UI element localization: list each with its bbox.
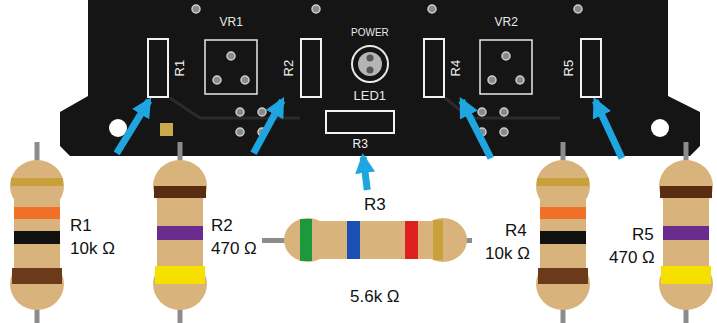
part-label: 470 Ω xyxy=(609,249,655,268)
solder-pad xyxy=(236,128,244,136)
silkscreen-label: R2 xyxy=(282,60,296,77)
resistor-symbol xyxy=(262,218,472,262)
part-label: 470 Ω xyxy=(211,240,257,259)
solder-pad xyxy=(502,52,510,60)
pcb-footprint: R5 xyxy=(558,38,602,98)
trimmer-footprint xyxy=(205,40,257,94)
solder-pad xyxy=(500,108,508,116)
resistor-symbol xyxy=(153,142,207,323)
color-band xyxy=(347,221,360,259)
solder-pad xyxy=(213,76,221,84)
solder-pad xyxy=(574,5,582,13)
pcb-footprint: R1 xyxy=(147,38,191,98)
solder-pad xyxy=(258,108,266,116)
footprint-outline xyxy=(423,38,445,98)
part-label: 5.6k Ω xyxy=(350,288,400,307)
silkscreen-label: LED1 xyxy=(354,89,387,103)
solder-pads xyxy=(192,5,582,136)
solder-pad xyxy=(192,5,200,13)
silkscreen-label: R1 xyxy=(173,60,187,77)
trimmer-footprint xyxy=(480,40,532,94)
silkscreen-label: R5 xyxy=(562,60,576,77)
solder-pad xyxy=(488,76,496,84)
resistor-symbol xyxy=(659,142,713,323)
resistor-part: R3 5.6k Ω xyxy=(280,192,470,310)
silkscreen-label: POWER xyxy=(351,27,389,38)
pcb-footprint: R2 xyxy=(278,38,322,98)
part-label: 10k Ω xyxy=(70,240,115,259)
led-hole xyxy=(367,67,374,74)
silkscreen-label: VR2 xyxy=(495,16,518,29)
pcb-footprint: R3 xyxy=(322,110,398,154)
placement-arrow xyxy=(462,101,491,159)
pcb-footprint: R4 xyxy=(423,38,467,98)
resistor-symbol xyxy=(10,142,64,323)
placement-arrow xyxy=(363,157,367,190)
solder-pad xyxy=(312,5,320,13)
connectors xyxy=(117,101,622,190)
part-label: R2 xyxy=(211,217,233,236)
part-label: 10k Ω xyxy=(485,245,530,264)
color-band xyxy=(300,219,312,261)
resistor-part: R4 10k Ω xyxy=(465,160,600,320)
led-hole xyxy=(367,55,374,62)
footprint-outline xyxy=(325,110,395,134)
solder-pad xyxy=(236,108,244,116)
placement-arrow xyxy=(253,101,282,154)
resistor-part: R5 470 Ω xyxy=(605,160,715,320)
part-label: R1 xyxy=(70,217,92,236)
part-label: R4 xyxy=(505,222,527,241)
resistor-body xyxy=(308,221,443,259)
solder-pad xyxy=(241,76,249,84)
silkscreen-label: VR1 xyxy=(220,16,243,29)
solder-pad xyxy=(478,108,486,116)
footprint-outline xyxy=(147,38,169,98)
silkscreen-label: R3 xyxy=(353,138,368,151)
solder-pad xyxy=(160,123,173,136)
solder-pad xyxy=(516,76,524,84)
part-label: R5 xyxy=(632,226,654,245)
color-band xyxy=(433,220,443,260)
solder-pad xyxy=(227,52,235,60)
pcb-board xyxy=(60,0,700,156)
placement-arrow xyxy=(117,101,149,154)
led-footprint xyxy=(352,46,388,82)
resistor-part: R2 470 Ω xyxy=(150,155,265,320)
solder-pad xyxy=(428,5,436,13)
footprint-outline xyxy=(300,38,322,98)
led-pad xyxy=(358,52,382,76)
mounting-hole xyxy=(651,119,669,137)
color-band xyxy=(405,221,418,259)
footprint-outline xyxy=(580,38,602,98)
part-label: R3 xyxy=(364,196,386,215)
resistor-symbol xyxy=(536,142,590,323)
resistor-part: R1 10k Ω xyxy=(0,155,130,320)
solder-pad xyxy=(500,128,508,136)
silkscreen-label: R4 xyxy=(449,60,463,77)
placement-arrow xyxy=(595,101,622,158)
